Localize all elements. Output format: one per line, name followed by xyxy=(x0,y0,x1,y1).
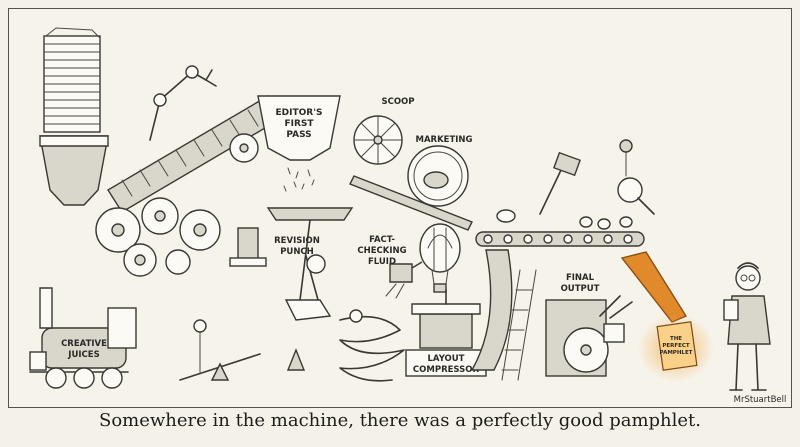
lever-mechanism xyxy=(179,319,306,381)
label-fact-checking-fluid-3: FLUID xyxy=(368,257,396,267)
ramp xyxy=(349,175,473,231)
label-editors-first-pass-3: PASS xyxy=(286,130,311,140)
label-final-output-1: FINAL xyxy=(566,273,595,283)
label-editors-first-pass-2: FIRST xyxy=(284,119,314,129)
robot-arm xyxy=(149,65,217,141)
magnifying-glass xyxy=(617,139,655,215)
label-scoop: SCOOP xyxy=(381,97,414,107)
birds xyxy=(496,209,633,230)
collection-tray xyxy=(266,207,354,301)
hot-air-balloon xyxy=(419,223,461,293)
scoop-wheel: SCOOP xyxy=(353,97,415,165)
conveyor-belt-right xyxy=(475,209,645,247)
label-layout-compressor-2: COMPRESSOR xyxy=(413,365,480,375)
pamphlet-text-3: PAMPHLET xyxy=(660,350,693,356)
final-output-press: FINAL OUTPUT xyxy=(545,273,633,377)
layout-compressor: LAYOUT COMPRESSOR xyxy=(405,289,487,377)
slide-and-ladder xyxy=(470,249,537,381)
editors-first-pass-funnel: EDITOR'S FIRST PASS xyxy=(257,95,341,192)
artist-signature: MrStuartBell xyxy=(734,395,787,405)
label-fact-checking-fluid-2: CHECKING xyxy=(357,246,406,256)
paper-stack xyxy=(43,27,101,133)
fact-checking-fluid: FACT- CHECKING FLUID xyxy=(357,235,423,299)
marketing-hamster-wheel: MARKETING xyxy=(407,135,473,207)
label-marketing: MARKETING xyxy=(415,135,472,145)
creative-juices-train: CREATIVE JUICES xyxy=(29,287,137,389)
hammer xyxy=(539,151,581,215)
observer-man xyxy=(723,262,771,391)
label-revision-punch-1: REVISION xyxy=(274,236,320,246)
revision-punch: REVISION PUNCH xyxy=(229,227,332,321)
label-revision-punch-2: PUNCH xyxy=(280,247,314,257)
pamphlet-text-2: PERFECT xyxy=(662,343,690,349)
gear-cluster-left xyxy=(95,133,259,277)
output-chute xyxy=(620,251,688,323)
label-creative-juices-2: JUICES xyxy=(67,350,99,360)
label-editors-first-pass-1: EDITOR'S xyxy=(276,108,323,118)
spiral-slide xyxy=(339,309,405,382)
label-creative-juices-1: CREATIVE xyxy=(61,339,107,349)
label-fact-checking-fluid-1: FACT- xyxy=(369,235,395,245)
paper-hopper xyxy=(39,135,109,206)
caption: Somewhere in the machine, there was a pe… xyxy=(98,410,701,431)
label-final-output-2: OUTPUT xyxy=(561,284,600,294)
perfect-pamphlet: THE PERFECT PAMPHLET xyxy=(638,314,714,382)
label-layout-compressor-1: LAYOUT xyxy=(428,354,465,364)
pamphlet-text-1: THE xyxy=(670,336,682,342)
